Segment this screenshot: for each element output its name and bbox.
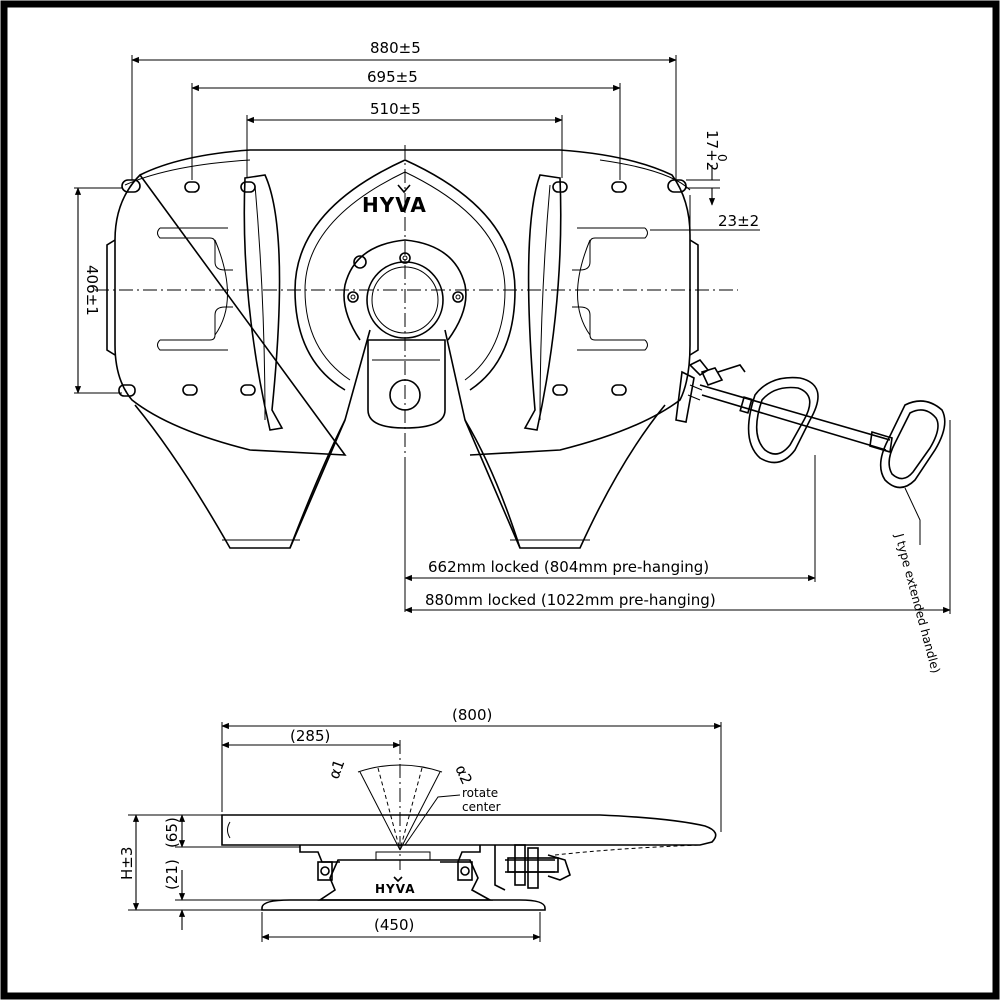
dim-880b-label: 880mm locked (1022mm pre-hanging) (425, 591, 716, 609)
dim-510-label: 510±5 (370, 100, 421, 118)
angle-a1-label: α1 (325, 757, 349, 781)
side-top-plate (221, 814, 717, 846)
throat-right (444, 329, 521, 549)
release-handle (675, 358, 946, 489)
rotate-line-a1 (377, 767, 401, 851)
right-slot-lower (577, 339, 648, 351)
rotate-line-a2 (399, 767, 423, 851)
top-view: HYVA J type extended handle) (74, 39, 951, 675)
side-center-cap (375, 851, 431, 861)
dim-21-label: (21) (163, 859, 181, 890)
throat-left (289, 329, 371, 549)
handle-loop-outer (879, 400, 946, 489)
side-top-plate-line (227, 821, 231, 839)
center-ring-outer (294, 159, 516, 391)
left-lock-arm (243, 174, 284, 431)
handle-note-leader (904, 487, 921, 545)
svg-text:HYVA: HYVA (375, 882, 416, 896)
left-slot-lower (157, 339, 228, 351)
rotate-center-leader (404, 794, 461, 846)
side-view: HYVA α1 α2 rotate center (800) (118, 706, 722, 942)
dim-800-label: (800) (452, 706, 492, 724)
side-bolts (317, 861, 473, 881)
dim-406-label: 406±1 (83, 265, 101, 316)
lock-housing (367, 339, 446, 429)
side-bracket-left (299, 845, 340, 863)
dim-662-label: 662mm locked (804mm pre-hanging) (428, 558, 709, 576)
left-side-edge (106, 239, 116, 356)
left-leg (134, 404, 346, 549)
rotate-line-outer-left (359, 771, 401, 851)
right-leg (464, 404, 666, 549)
handle-loop-inner (747, 376, 819, 464)
mounting-holes (118, 179, 687, 397)
side-base-plate (261, 899, 546, 911)
top-plate-inner-edge (124, 159, 691, 191)
left-arm-rail (214, 239, 228, 336)
dim-450-label: (450) (374, 916, 414, 934)
side-handle-mechanism (494, 844, 571, 891)
left-lock-arm-inner (254, 184, 266, 421)
dim-h-label: H±3 (118, 847, 136, 880)
dim-23-label: 23±2 (718, 212, 759, 230)
rotate-label-2: center (462, 800, 501, 814)
top-plate-outline (114, 149, 691, 456)
rotate-line-outer-right (399, 771, 441, 851)
right-lock-arm-inner (539, 184, 551, 421)
rotate-label-1: rotate (462, 786, 498, 800)
left-slot-lower-b (160, 306, 233, 341)
dim-285-label: (285) (290, 727, 330, 745)
right-side-edge (689, 239, 699, 356)
right-lock-arm (523, 174, 562, 431)
dim-880-label: 880±5 (370, 39, 421, 57)
right-slot-upper (572, 227, 648, 271)
right-slot-lower-b (572, 306, 645, 341)
dim-17-label: 17+2 (703, 130, 721, 171)
svg-text:HYVA: HYVA (362, 193, 427, 217)
center-ring-inner (343, 239, 467, 341)
side-bracket-right (440, 845, 481, 863)
side-tilt-outline (554, 844, 701, 856)
right-arm-rail (577, 239, 591, 336)
angle-a2-label: α2 (451, 762, 476, 787)
dim-65-label: (65) (163, 817, 181, 848)
handle-note: J type extended handle) (892, 531, 943, 675)
hyva-logo-side: HYVA (375, 876, 416, 896)
hyva-logo: HYVA (362, 184, 427, 217)
dim-695-label: 695±5 (367, 68, 418, 86)
dim-17-lower-label: 0 (715, 154, 729, 162)
left-slot-upper (157, 227, 233, 271)
